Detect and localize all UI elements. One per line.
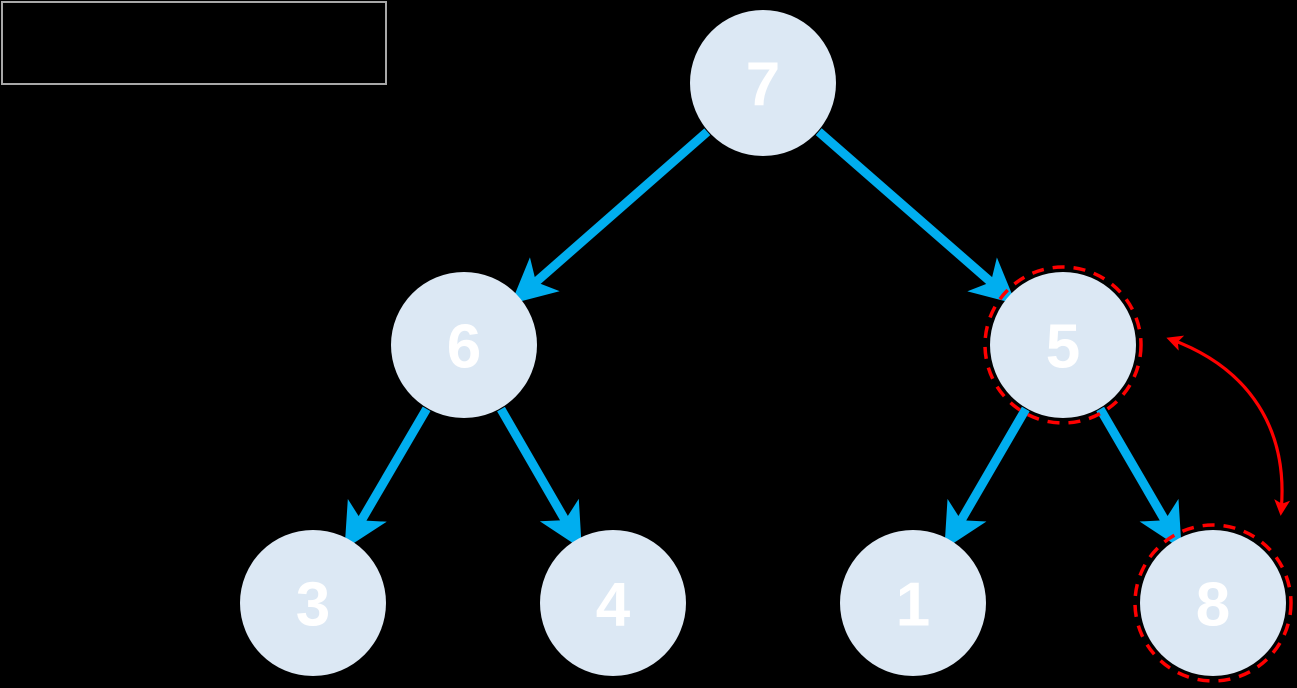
node-label-1: 1 [896,571,930,640]
tree-edge-n7-n6 [510,128,711,304]
node-label-5: 5 [1046,313,1080,382]
node-circle-5[interactable] [990,272,1136,418]
tree-node-8[interactable]: 8 [1140,530,1286,676]
info-panel [1,1,387,85]
node-circle-3[interactable] [240,530,386,676]
tree-node-5[interactable]: 5 [990,272,1136,418]
node-label-7: 7 [746,51,780,120]
node-label-6: 6 [447,313,481,382]
node-circle-6[interactable] [391,272,537,418]
tree-node-4[interactable]: 4 [540,530,686,676]
tree-node-6[interactable]: 6 [391,272,537,418]
highlight-ring-layer [983,265,1293,683]
highlight-ring-node-8 [1133,523,1293,683]
tree-node-1[interactable]: 1 [840,530,986,676]
swap-arrow [1166,335,1291,516]
edge-layer [344,128,1182,550]
node-layer: 7 6 5 3 4 1 8 [240,10,1286,676]
node-circle-4[interactable] [540,530,686,676]
node-label-4: 4 [596,571,631,640]
tree-node-3[interactable]: 3 [240,530,386,676]
node-circle-8[interactable] [1140,530,1286,676]
node-label-3: 3 [296,571,330,640]
tree-edge-n7-n5 [815,128,1016,304]
tree-edge-n6-n3 [344,406,431,550]
node-label-8: 8 [1196,571,1230,640]
tree-edge-n5-n1 [944,406,1030,550]
swap-arrow-layer [1166,335,1291,516]
tree-edge-n6-n4 [497,406,582,550]
tree-node-7[interactable]: 7 [690,10,836,156]
tree-edge-n5-n8 [1096,406,1182,550]
node-circle-1[interactable] [840,530,986,676]
highlight-ring-node-5 [983,265,1143,425]
node-circle-7[interactable] [690,10,836,156]
